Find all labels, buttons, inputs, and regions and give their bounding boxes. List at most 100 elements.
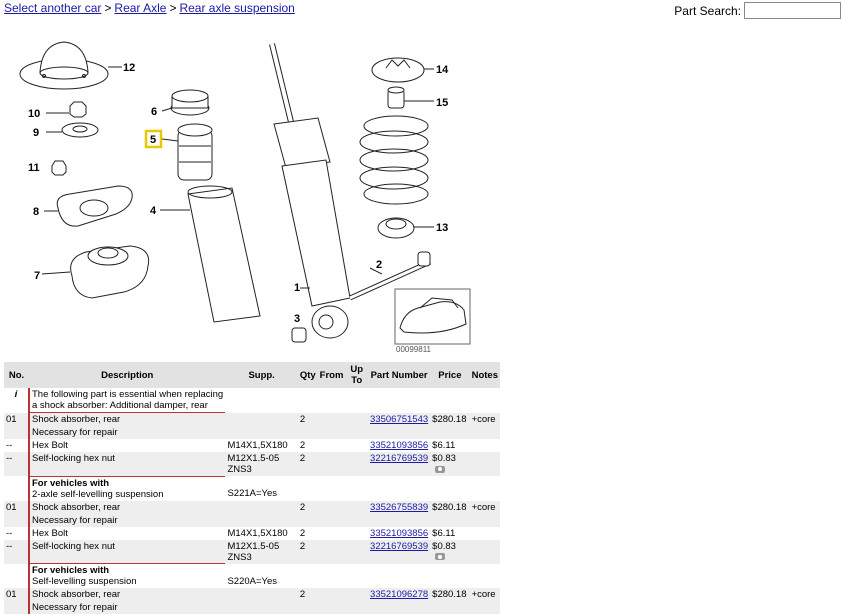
camera-icon[interactable] <box>435 465 446 473</box>
row-notes <box>469 601 500 614</box>
row-description: Hex Bolt <box>27 439 226 452</box>
description-text: Necessary for repair <box>32 514 118 526</box>
row-part-number <box>368 513 431 527</box>
row-price <box>430 601 470 614</box>
row-qty <box>297 513 318 527</box>
supp-condition: S221A=Yes <box>227 488 278 499</box>
description-text: Necessary for repair <box>32 602 118 613</box>
row-notes <box>469 563 500 588</box>
callout-11[interactable]: 11 <box>28 162 40 174</box>
price-value: $280.18 <box>432 589 467 600</box>
description-text: For vehicles with <box>32 477 110 489</box>
callout-6[interactable]: 6 <box>151 106 157 118</box>
row-up-to <box>345 452 369 476</box>
callout-8[interactable]: 8 <box>33 206 39 218</box>
breadcrumb-rear-axle-suspension-link[interactable]: Rear axle suspension <box>179 1 295 15</box>
row-description: Self-locking hex nut <box>27 452 226 476</box>
part-number-link[interactable]: 33521093856 <box>370 440 429 451</box>
row-no: -- <box>4 526 29 540</box>
row-price <box>430 476 470 501</box>
callout-9[interactable]: 9 <box>33 127 39 139</box>
part-3-shape <box>291 327 307 343</box>
row-from <box>317 412 346 426</box>
row-up-to <box>345 539 369 564</box>
row-supp <box>225 412 298 426</box>
part-12-shape <box>19 41 122 90</box>
row-description: Shock absorber, rear <box>27 500 226 514</box>
part-number-link[interactable]: 33506751543 <box>370 413 429 425</box>
row-part-number: 32216769539 <box>368 539 431 564</box>
row-supp: M14X1,5X180 <box>225 439 298 452</box>
breadcrumb: Select another car>Rear Axle>Rear axle s… <box>4 1 295 15</box>
coil-spring-shape <box>359 115 429 205</box>
price-value: $0.83 <box>432 540 456 552</box>
row-notes <box>469 513 500 527</box>
callout-1[interactable]: 1 <box>294 282 300 294</box>
description-text: The following part is essential when rep… <box>32 389 224 411</box>
row-no: -- <box>4 439 29 452</box>
row-qty: 2 <box>297 412 318 426</box>
row-price <box>430 388 470 413</box>
part-search-input[interactable] <box>744 2 841 19</box>
callout-5-highlight <box>144 129 163 149</box>
row-description: Necessary for repair <box>27 601 226 614</box>
row-no <box>4 563 29 588</box>
row-up-to <box>345 601 369 614</box>
header-up-to: Up To <box>345 362 369 388</box>
callout-10[interactable]: 10 <box>28 108 40 120</box>
callout-5[interactable]: 5 <box>150 134 156 146</box>
part-number-link[interactable]: 32216769539 <box>370 453 429 464</box>
callout-15[interactable]: 15 <box>436 97 448 109</box>
row-from <box>317 388 346 413</box>
callout-12[interactable]: 12 <box>123 62 135 74</box>
row-qty: 2 <box>297 588 318 601</box>
callout-3[interactable]: 3 <box>294 313 300 325</box>
row-part-number: 33506751543 <box>368 412 431 426</box>
part-11-shape <box>51 160 67 176</box>
breadcrumb-rear-axle-link[interactable]: Rear Axle <box>114 1 167 15</box>
callout-13[interactable]: 13 <box>436 222 448 234</box>
header-price: Price <box>430 362 470 388</box>
row-supp <box>225 426 298 439</box>
callout-2[interactable]: 2 <box>376 259 382 271</box>
part-15-shape <box>387 86 434 109</box>
header-from: From <box>317 362 346 388</box>
part-number-link[interactable]: 33526755839 <box>370 501 429 513</box>
parts-diagram: 12 10 9 11 8 7 6 5 4 1 3 2 14 15 13 0009… <box>19 41 471 354</box>
camera-icon[interactable] <box>435 553 446 561</box>
row-from <box>317 439 346 452</box>
callout-4[interactable]: 4 <box>150 205 157 217</box>
description-text: Shock absorber, rear <box>32 589 121 600</box>
row-part-number: 33521096278 <box>368 588 431 601</box>
part-7-shape <box>41 245 150 299</box>
part-search: Part Search: <box>674 2 841 19</box>
part-number-link[interactable]: 33521093856 <box>370 527 429 539</box>
part-number-link[interactable]: 33521096278 <box>370 589 429 600</box>
row-from <box>317 563 346 588</box>
callout-14[interactable]: 14 <box>436 64 449 76</box>
description-subtext: Self-levelling suspension <box>32 576 137 587</box>
part-number-link[interactable]: 32216769539 <box>370 540 429 552</box>
part-2-shape <box>348 251 432 301</box>
row-price: $0.83 <box>430 452 470 476</box>
breadcrumb-separator: > <box>169 1 177 15</box>
row-from <box>317 426 346 439</box>
row-qty: 2 <box>297 526 318 540</box>
part-5-shape <box>161 123 213 181</box>
description-text: Necessary for repair <box>32 427 118 438</box>
header-notes: Notes <box>469 362 500 388</box>
row-part-number <box>368 476 431 501</box>
description-text: Shock absorber, rear <box>32 414 121 425</box>
row-supp: M14X1,5X180 <box>225 526 298 540</box>
breadcrumb-select-car-link[interactable]: Select another car <box>4 1 102 15</box>
row-notes <box>469 388 500 413</box>
row-supp: M12X1.5-05 ZNS3 <box>225 539 298 564</box>
callout-7[interactable]: 7 <box>34 270 40 282</box>
row-supp <box>225 513 298 527</box>
